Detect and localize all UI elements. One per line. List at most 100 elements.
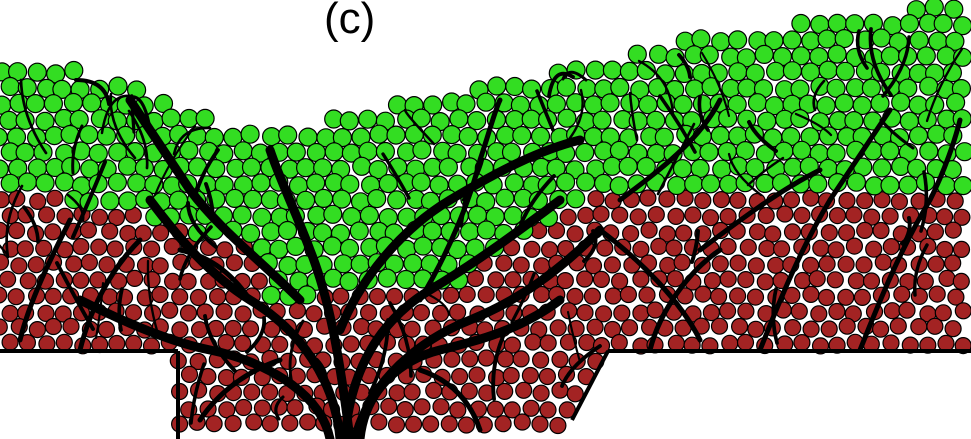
green-grain (871, 28, 891, 48)
red-grain (250, 272, 268, 290)
green-grain (261, 222, 281, 242)
red-grain (952, 240, 971, 258)
red-grain (729, 191, 747, 209)
force-chain (690, 229, 700, 264)
red-grain (856, 192, 874, 210)
red-grain (549, 319, 567, 337)
red-grain (934, 304, 952, 322)
green-grain (745, 158, 765, 178)
red-grain (926, 317, 944, 335)
red-grain (216, 241, 234, 259)
green-grain (27, 62, 47, 82)
red-grain (748, 223, 767, 241)
red-grain (576, 270, 594, 288)
green-grain (844, 110, 864, 131)
green-grain (161, 108, 181, 128)
green-grain (458, 126, 478, 147)
red-grain (487, 271, 505, 289)
force-chain (560, 344, 602, 388)
green-grain (332, 128, 352, 148)
force-chain (879, 118, 915, 150)
force-chain (771, 287, 779, 345)
red-grain (98, 256, 116, 274)
force-chain (55, 261, 95, 331)
force-chain (0, 244, 9, 256)
red-grain (403, 320, 421, 338)
red-grain (468, 366, 486, 384)
green-grain (54, 172, 75, 192)
red-grain (209, 288, 227, 306)
red-grain (898, 301, 916, 319)
red-grain (342, 335, 360, 353)
force-chain (203, 314, 237, 373)
red-grain (457, 416, 475, 434)
red-grain (422, 415, 440, 433)
red-grain (245, 413, 263, 431)
red-grain (772, 240, 791, 258)
green-grain (618, 156, 638, 176)
green-grain (323, 268, 343, 288)
green-grain (891, 156, 911, 176)
red-grain (539, 401, 557, 419)
force-chain (340, 195, 565, 439)
panel-label: (c) (324, 0, 376, 43)
red-grain (818, 255, 836, 273)
red-grain (730, 317, 749, 336)
green-grain (700, 174, 721, 194)
red-grain (758, 239, 776, 258)
red-grain (332, 287, 350, 305)
force-chain (697, 95, 710, 132)
red-grain (802, 285, 820, 303)
red-grain (746, 288, 765, 306)
green-grain (134, 158, 154, 178)
red-grain (44, 223, 62, 241)
green-grain (880, 175, 900, 195)
green-grain (667, 175, 687, 196)
red-grain (910, 318, 928, 336)
green-grain (339, 271, 359, 292)
red-grain (621, 225, 640, 243)
force-chain (564, 88, 584, 145)
green-particle-layer (0, 0, 971, 306)
green-grain (396, 269, 416, 290)
red-grain (460, 382, 478, 400)
red-grain (46, 189, 64, 207)
force-chain (656, 122, 696, 196)
green-grain (593, 173, 614, 193)
hopper-slope-wall (570, 350, 610, 421)
green-grain (899, 14, 920, 34)
red-grain (432, 398, 450, 416)
red-grain (97, 320, 116, 339)
force-chain (335, 135, 585, 335)
force-chain (109, 92, 137, 160)
green-grain (609, 176, 629, 196)
green-grain (790, 79, 810, 99)
force-chain (901, 216, 912, 246)
red-grain (161, 301, 179, 319)
red-grain (55, 333, 73, 351)
red-grain (0, 191, 10, 209)
red-grain (782, 191, 801, 209)
green-grain (953, 176, 971, 196)
red-grain (845, 206, 863, 224)
red-grain (583, 287, 602, 305)
red-grain (496, 382, 514, 400)
force-chain-network (0, 27, 964, 439)
red-grain (853, 288, 872, 306)
green-grain (818, 60, 838, 80)
force-chain (747, 120, 778, 153)
red-grain (719, 237, 737, 256)
red-grain (559, 208, 577, 226)
red-grain (719, 270, 737, 288)
red-grain (883, 302, 901, 320)
force-chain (204, 182, 215, 218)
green-grain (0, 159, 9, 179)
red-grain (243, 383, 261, 401)
force-chain (388, 301, 413, 378)
red-grain (19, 272, 37, 290)
green-grain (214, 175, 234, 195)
red-grain (747, 257, 765, 275)
red-grain (566, 287, 584, 305)
force-chain (647, 247, 723, 353)
green-grain (82, 93, 102, 113)
